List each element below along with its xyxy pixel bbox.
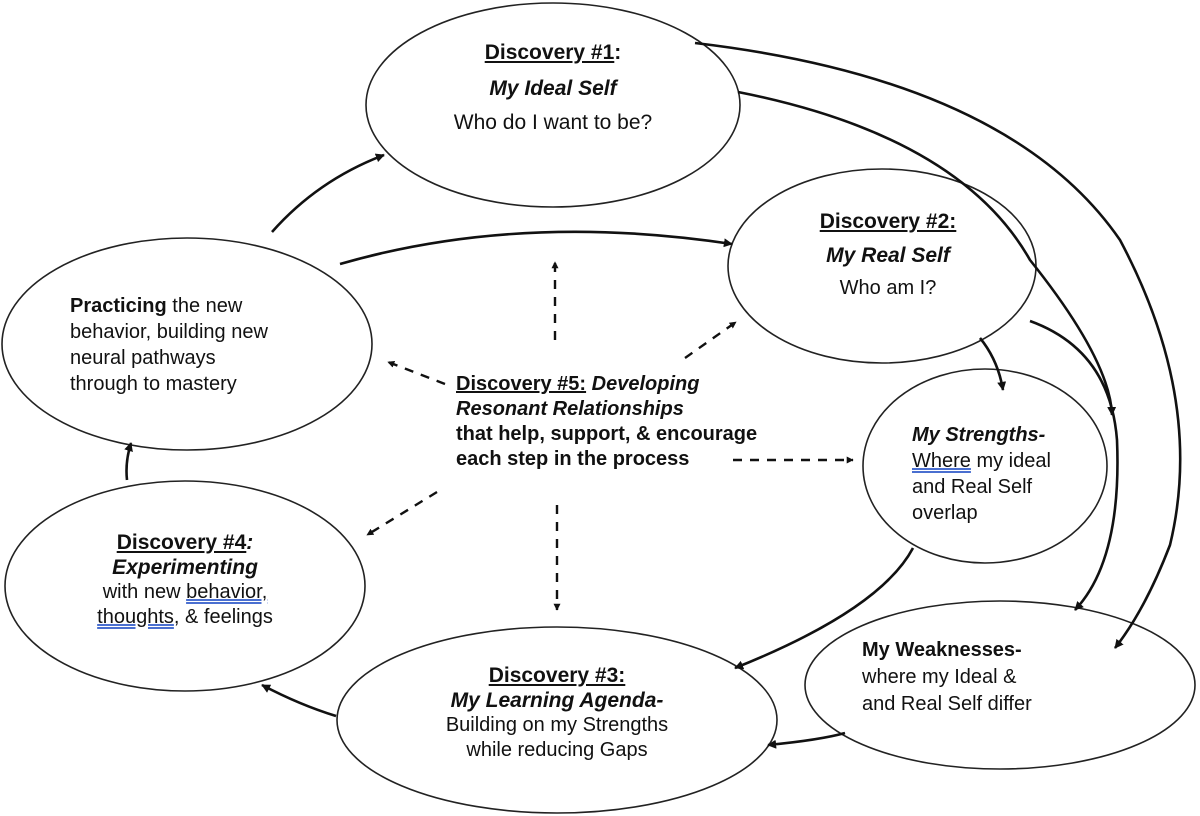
discovery1-subtitle: My Ideal Self: [489, 77, 617, 100]
discovery4-label: Discovery #4: Experimenting with new beh…: [40, 530, 330, 630]
practicing-bold: Practicing: [70, 295, 167, 317]
discovery2-question: Who am I?: [839, 277, 937, 299]
discovery4-line4-rest: , & feelings: [173, 606, 273, 628]
arrow-d1-to-strengths: [737, 90, 1117, 416]
practicing-line1: the new: [166, 295, 243, 317]
discovery4-subtitle: Experimenting: [112, 556, 258, 579]
practicing-label: Practicing the new behavior, building ne…: [40, 293, 330, 397]
strengths-where: Where: [912, 450, 971, 472]
discovery3-line4: while reducing Gaps: [466, 739, 648, 761]
practicing-line3: neural pathways: [70, 347, 216, 369]
dashed-arrow-to-d4: [366, 490, 438, 537]
weaknesses-title: My Weaknesses-: [862, 639, 1022, 661]
discovery4-line3-start: with new: [102, 581, 187, 603]
practicing-line2: behavior, building new: [70, 321, 268, 343]
discovery5-heading-rest: Developing: [586, 373, 700, 395]
weaknesses-label: My Weaknesses- where my Ideal & and Real…: [862, 637, 1082, 718]
discovery2-heading: Discovery #2:: [819, 210, 957, 233]
discovery5-heading: Discovery #5:: [456, 373, 587, 395]
discovery4-ellipse: [4, 480, 366, 692]
discovery1-label: Discovery #1: My Ideal Self Who do I wan…: [403, 40, 703, 135]
discovery3-heading: Discovery #3:: [488, 664, 626, 687]
discovery3-subtitle: My Learning Agenda-: [450, 689, 664, 712]
arrow-d2-to-weaknesses: [1029, 319, 1119, 611]
discovery3-label: Discovery #3: My Learning Agenda- Buildi…: [397, 663, 717, 763]
arrow-practicing-to-d2: [339, 230, 733, 266]
practicing-line4: through to mastery: [70, 373, 237, 395]
strengths-title: My Strengths-: [912, 424, 1046, 446]
arrow-d4-to-practicing: [124, 442, 133, 481]
discovery3-ellipse: [336, 626, 778, 814]
arrow-weaknesses-to-d3: [767, 731, 846, 749]
discovery4-behavior-link: behavior,: [186, 581, 268, 603]
dashed-arrow-to-d2: [684, 321, 737, 359]
strengths-line4: overlap: [912, 502, 978, 524]
practicing-ellipse: [1, 237, 373, 451]
arrow-d1-to-weaknesses: [694, 41, 1182, 649]
discovery4-heading: Discovery #4: [116, 531, 247, 554]
weaknesses-line2: where my Ideal &: [862, 666, 1017, 688]
arrow-d3-to-d4: [261, 683, 337, 718]
strengths-ellipse: [862, 368, 1108, 564]
discovery5-line2: Resonant Relationships: [456, 398, 684, 420]
discovery3-line3: Building on my Strengths: [445, 714, 669, 736]
discovery2-subtitle: My Real Self: [826, 244, 950, 267]
strengths-label: My Strengths- Where my ideal and Real Se…: [912, 422, 1092, 526]
discovery4-heading-suffix: :: [246, 531, 254, 554]
arrow-strengths-to-d3: [734, 547, 915, 670]
strengths-line2-rest: my ideal: [970, 450, 1051, 472]
discovery1-question: Who do I want to be?: [453, 111, 653, 134]
arrow-practicing-to-d1: [271, 153, 385, 233]
arrow-d2-to-strengths: [978, 337, 1007, 391]
discovery5-line4: each step in the process: [456, 448, 690, 470]
strengths-line3: and Real Self: [912, 476, 1033, 498]
discovery5-label: Discovery #5: Developing Resonant Relati…: [456, 372, 816, 472]
weaknesses-ellipse: [804, 600, 1196, 770]
discovery1-heading-suffix: :: [614, 41, 622, 64]
discovery1-heading: Discovery #1: [484, 41, 615, 64]
discovery2-label: Discovery #2: My Real Self Who am I?: [763, 209, 1013, 301]
discovery5-line3: that help, support, & encourage: [456, 423, 758, 445]
weaknesses-line3: and Real Self differ: [862, 693, 1032, 715]
dashed-arrow-to-practicing: [387, 360, 446, 386]
discovery1-ellipse: [365, 2, 741, 208]
discovery4-thoughts-link: thoughts: [97, 606, 174, 628]
